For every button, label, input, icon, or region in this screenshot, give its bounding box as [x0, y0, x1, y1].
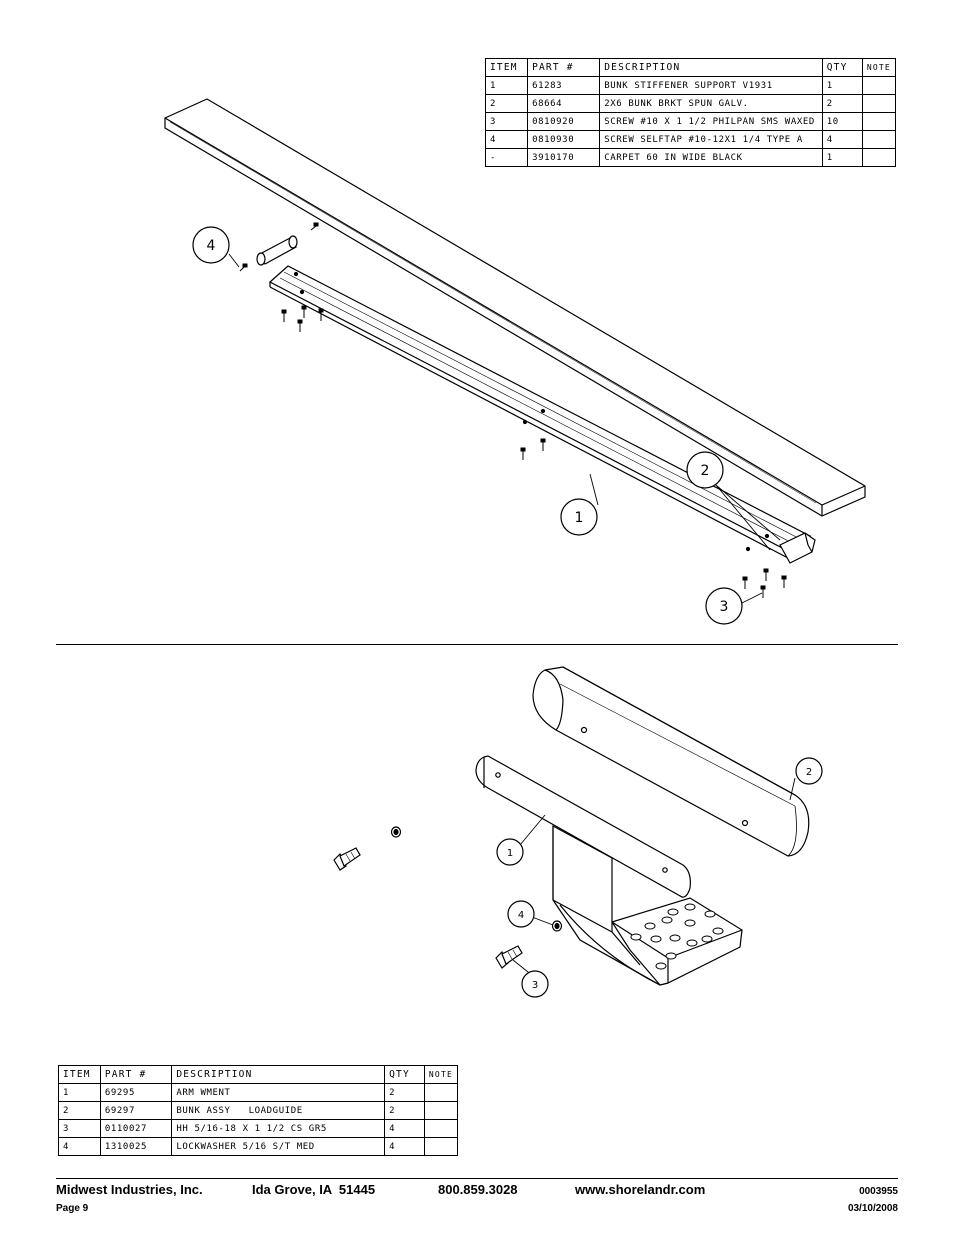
header-item: ITEM — [58, 1065, 101, 1084]
table-row: 4 1310025 LOCKWASHER 5/16 S/T MED 4 — [58, 1137, 459, 1156]
callout-2: 2 — [795, 757, 823, 785]
table-header-row: ITEM PART # DESCRIPTION QTY NOTE — [58, 1065, 459, 1084]
svg-text:3: 3 — [720, 599, 729, 615]
company-city: Ida Grove, IA 51445 — [252, 1182, 376, 1197]
cell-note — [423, 1137, 459, 1156]
cell-qty: 2 — [384, 1083, 425, 1102]
stiffener-channel — [268, 265, 812, 559]
cell-description: LOCKWASHER 5/16 S/T MED — [171, 1137, 386, 1156]
cell-description: BUNK ASSY LOADGUIDE — [171, 1101, 386, 1120]
header-note: NOTE — [423, 1065, 459, 1084]
cell-description: HH 5/16-18 X 1 1/2 CS GR5 — [171, 1119, 386, 1138]
cell-description: CARPET 60 IN WIDE BLACK — [599, 148, 823, 167]
svg-text:4: 4 — [518, 910, 524, 921]
table-row: 1 69295 ARM WMENT 2 — [58, 1083, 459, 1102]
page-number: Page 9 — [56, 1203, 89, 1214]
cell-item: 4 — [58, 1137, 101, 1156]
cell-note — [861, 148, 897, 167]
cell-qty: 2 — [384, 1101, 425, 1120]
cell-qty: 4 — [384, 1119, 425, 1138]
callout-1: 1 — [496, 838, 524, 866]
company-phone: 800.859.3028 — [438, 1182, 518, 1197]
header-qty: QTY — [384, 1065, 425, 1084]
callout-3: 3 — [521, 970, 549, 998]
cell-note — [423, 1083, 459, 1102]
loose-lockwasher — [390, 826, 402, 838]
cell-item: 3 — [58, 1119, 101, 1138]
table-header-row: ITEM PART # DESCRIPTION QTY NOTE — [484, 58, 897, 77]
svg-text:2: 2 — [806, 767, 812, 778]
top-parts-table: ITEM PART # DESCRIPTION QTY NOTE 1 61283… — [484, 58, 897, 167]
loadguide-bunk — [532, 666, 810, 857]
cell-part: 1310025 — [99, 1137, 173, 1156]
header-description: DESCRIPTION — [171, 1065, 386, 1084]
company-website: www.shorelandr.com — [575, 1182, 706, 1197]
bunk-board — [164, 98, 866, 517]
base-plate-holes — [630, 903, 724, 970]
svg-text:4: 4 — [207, 238, 216, 254]
cell-item: 1 — [58, 1083, 101, 1102]
svg-text:1: 1 — [575, 510, 584, 526]
cell-qty: 1 — [821, 148, 863, 167]
svg-text:2: 2 — [701, 463, 710, 479]
cell-part: 0110027 — [99, 1119, 173, 1138]
document-date: 03/10/2008 — [847, 1203, 898, 1214]
svg-text:3: 3 — [532, 980, 538, 991]
table-row: 1 61283 BUNK STIFFENER SUPPORT V1931 1 — [484, 76, 897, 95]
bottom-parts-table: ITEM PART # DESCRIPTION QTY NOTE 1 69295… — [58, 1065, 459, 1156]
table-row: - 3910170 CARPET 60 IN WIDE BLACK 1 — [484, 148, 897, 167]
table-row: 3 0110027 HH 5/16-18 X 1 1/2 CS GR5 4 — [58, 1119, 459, 1138]
lockwasher — [551, 920, 563, 932]
callout-2: 2 — [686, 451, 724, 489]
callout-3: 3 — [705, 587, 743, 625]
company-name: Midwest Industries, Inc. — [56, 1182, 203, 1197]
cell-part: 3910170 — [527, 148, 601, 167]
leader-lines — [228, 253, 781, 605]
section-divider — [56, 644, 898, 645]
callout-4: 4 — [507, 900, 535, 928]
cell-note — [423, 1119, 459, 1138]
footer-rule — [56, 1178, 898, 1179]
cell-part: 69295 — [99, 1083, 173, 1102]
cell-description: ARM WMENT — [171, 1083, 386, 1102]
svg-text:1: 1 — [507, 848, 513, 859]
loose-bolt — [333, 847, 361, 871]
screws — [239, 222, 787, 598]
cell-note — [423, 1101, 459, 1120]
callout-4: 4 — [192, 226, 230, 264]
cell-item: 2 — [58, 1101, 101, 1120]
cell-qty: 4 — [384, 1137, 425, 1156]
cell-part: 69297 — [99, 1101, 173, 1120]
table-row: 2 68664 2X6 BUNK BRKT SPUN GALV. 2 — [484, 94, 897, 113]
table-row: 2 69297 BUNK ASSY LOADGUIDE 2 — [58, 1101, 459, 1120]
cell-item: - — [484, 148, 529, 167]
arm-weldment — [475, 755, 743, 986]
loadguide-arm-exploded-drawing: 2 1 4 3 — [333, 666, 823, 998]
callout-1: 1 — [560, 498, 598, 536]
bunk-stiffener-exploded-drawing: 4 2 1 3 — [164, 98, 866, 625]
table-row: 4 0810930 SCREW SELFTAP #10-12X1 1/4 TYP… — [484, 130, 897, 149]
hex-bolt — [495, 945, 523, 969]
end-cap-tube — [256, 235, 298, 266]
bunk-bracket — [779, 532, 816, 564]
header-part: PART # — [99, 1065, 173, 1084]
document-number: 0003955 — [859, 1186, 898, 1197]
header-note: NOTE — [861, 58, 897, 77]
